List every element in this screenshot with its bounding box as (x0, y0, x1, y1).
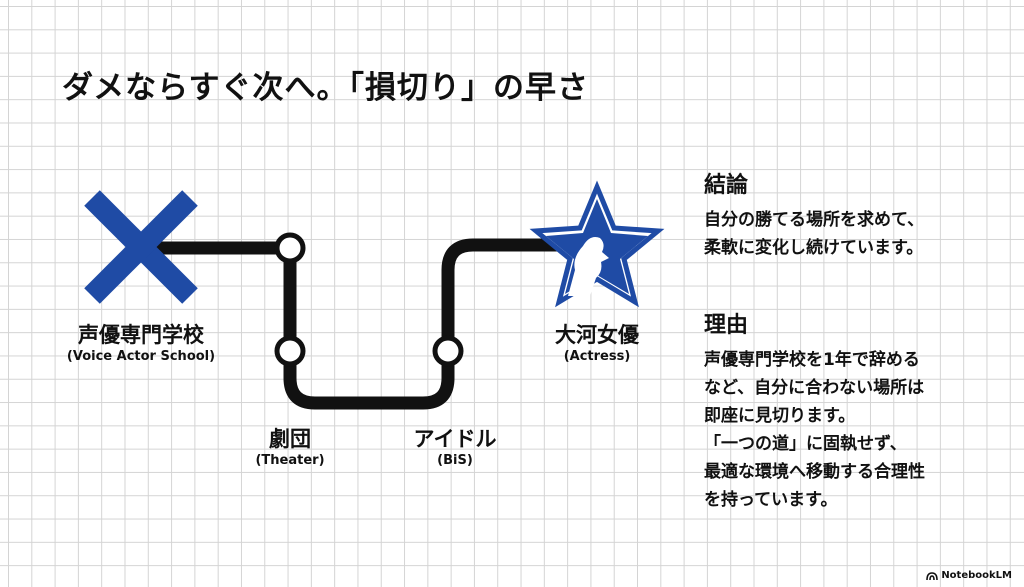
node-idol-sublabel: (BiS) (437, 453, 473, 468)
node-idol-label: アイドル (413, 427, 497, 451)
conclusion-section: 結論 自分の勝てる場所を求めて、 柔軟に変化し続けています。 (704, 172, 1004, 262)
reason-section: 理由 声優専門学校を1年で辞める など、自分に合わない場所は 即座に見切ります。… (704, 312, 1004, 514)
node-voice-school-sublabel: (Voice Actor School) (66, 349, 216, 364)
station-idol (432, 335, 464, 367)
node-voice-school: 声優専門学校 (Voice Actor School) (67, 322, 215, 366)
reason-text: 声優専門学校を1年で辞める など、自分に合わない場所は 即座に見切ります。 「一… (704, 350, 925, 510)
node-theater-sublabel: (Theater) (255, 453, 325, 468)
node-actress-label: 大河女優 (555, 323, 639, 347)
star-icon (529, 180, 665, 308)
conclusion-text: 自分の勝てる場所を求めて、 柔軟に変化し続けています。 (704, 210, 925, 258)
page-title: ダメならすぐ次へ。「損切り」の早さ (62, 70, 589, 106)
node-actress: 大河女優 (Actress) (555, 322, 639, 366)
node-theater-label: 劇団 (268, 427, 311, 451)
node-actress-sublabel: (Actress) (563, 349, 631, 364)
reason-heading: 理由 (704, 313, 749, 338)
footer-brand: NotebookLM (926, 570, 1012, 581)
career-track-line (143, 238, 602, 410)
node-theater: 劇団 (Theater) (255, 426, 324, 470)
node-idol: アイドル (BiS) (414, 426, 497, 470)
footer-brand-label: NotebookLM (941, 570, 1012, 581)
station-theater-top (274, 232, 306, 264)
node-voice-school-label: 声優専門学校 (77, 323, 204, 347)
conclusion-heading: 結論 (704, 173, 749, 198)
cross-icon (84, 190, 198, 304)
notebooklm-logo-icon (926, 571, 939, 580)
station-theater (274, 335, 306, 367)
